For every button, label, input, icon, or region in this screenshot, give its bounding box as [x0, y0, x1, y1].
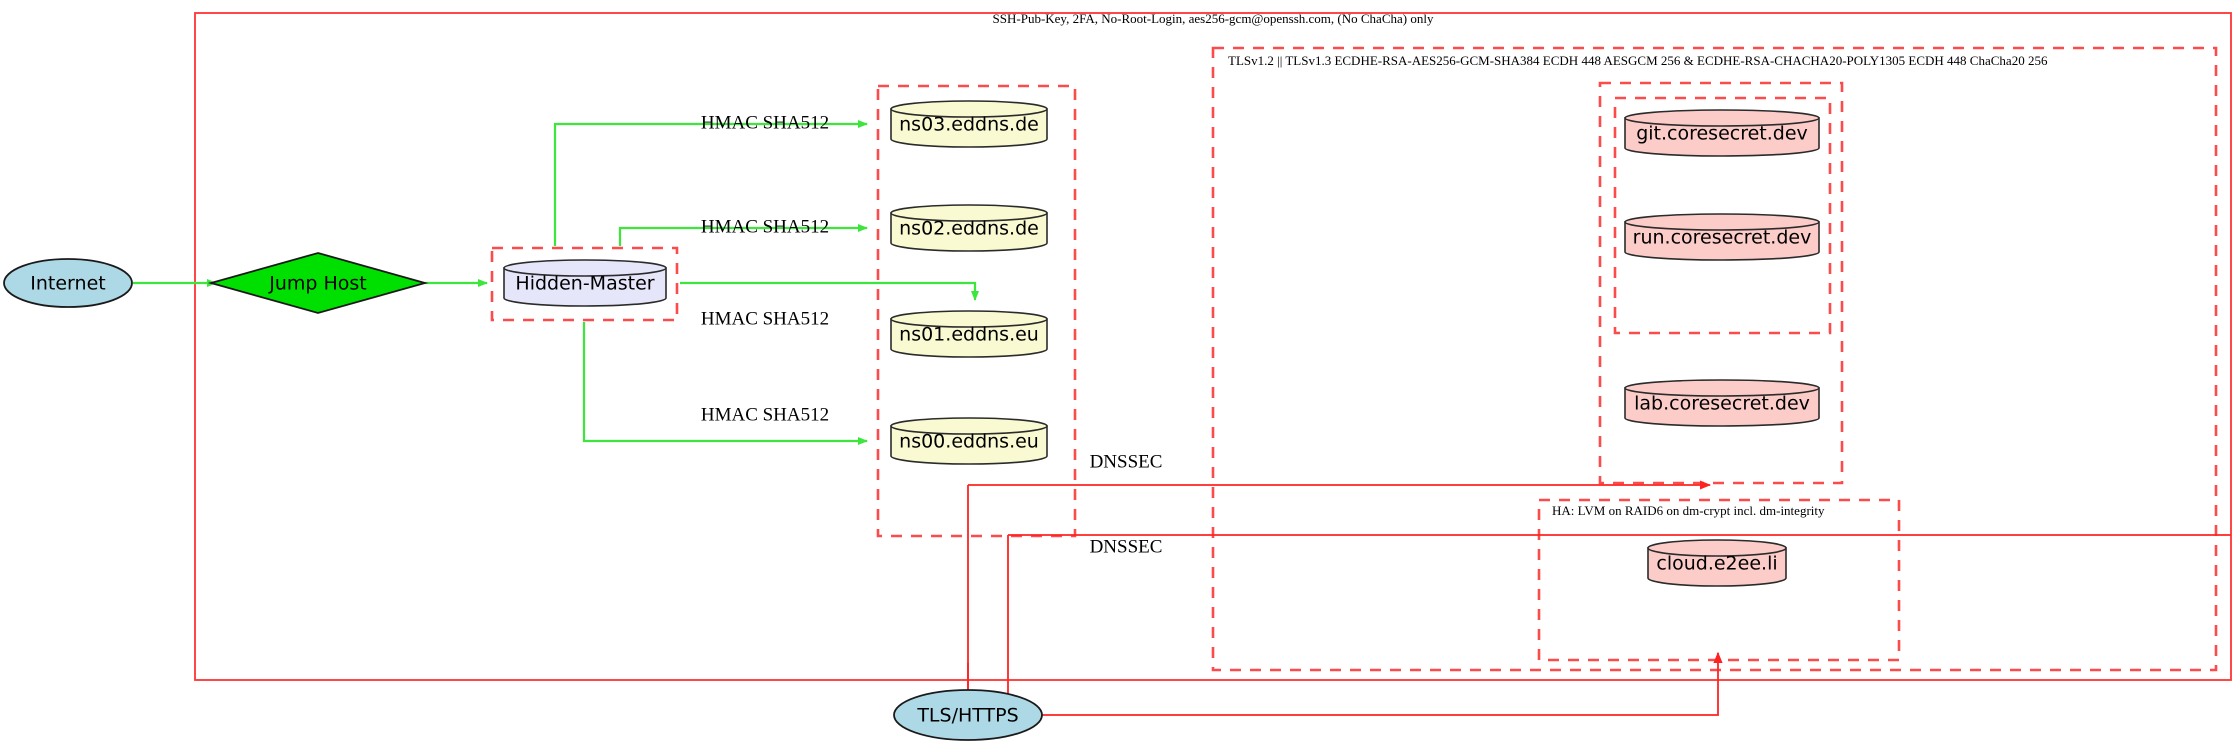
node-internet[interactable]: Internet — [3, 258, 133, 308]
node-ns00[interactable]: ns00.eddns.eu — [890, 417, 1048, 465]
edge-hiddenmaster-to-ns00 — [582, 322, 868, 445]
cluster-coresecret-outer — [1598, 81, 1844, 485]
edge-hiddenmaster-to-ns03 — [553, 120, 868, 246]
edge-dnssec-to-coresecret — [968, 485, 1718, 712]
node-ns01-label: ns01.eddns.eu — [899, 324, 1039, 346]
cluster-label-ssh-zone: SSH-Pub-Key, 2FA, No-Root-Login, aes256-… — [993, 11, 1434, 26]
cluster-ssh-zone — [194, 12, 2232, 681]
node-lab-coresecret[interactable]: lab.coresecret.dev — [1624, 379, 1820, 427]
node-hidden-master-label: Hidden-Master — [515, 273, 654, 295]
node-ns00-label: ns00.eddns.eu — [899, 431, 1039, 453]
node-cloud-e2ee[interactable]: cloud.e2ee.li — [1647, 539, 1787, 587]
node-ns01[interactable]: ns01.eddns.eu — [890, 310, 1048, 358]
edge-label-hmac-ns02: HMAC SHA512 — [701, 216, 829, 237]
node-lab-coresecret-label: lab.coresecret.dev — [1634, 393, 1810, 415]
node-run-coresecret[interactable]: run.coresecret.dev — [1624, 213, 1820, 261]
edge-dnssec-upper — [968, 485, 1010, 635]
node-ns02[interactable]: ns02.eddns.de — [890, 204, 1048, 252]
node-tls-https-label: TLS/HTTPS — [916, 705, 1018, 727]
node-jump-host-label: Jump Host — [268, 273, 367, 295]
edge-label-dnssec-upper: DNSSEC — [1090, 451, 1163, 472]
edge-label-hmac-ns03: HMAC SHA512 — [701, 112, 829, 133]
cluster-label-ha-zone: HA: LVM on RAID6 on dm-crypt incl. dm-in… — [1552, 503, 1825, 518]
edge-label-hmac-ns01: HMAC SHA512 — [701, 308, 829, 329]
edge-hiddenmaster-to-ns02 — [618, 224, 868, 246]
node-hidden-master[interactable]: Hidden-Master — [503, 259, 667, 307]
edge-tlshttps-right — [1042, 652, 1723, 716]
edge-label-dnssec-lower: DNSSEC — [1090, 536, 1163, 557]
node-ns03[interactable]: ns03.eddns.de — [890, 100, 1048, 148]
node-cloud-e2ee-label: cloud.e2ee.li — [1656, 553, 1777, 575]
edge-label-hmac-ns00: HMAC SHA512 — [701, 404, 829, 425]
node-tls-https[interactable]: TLS/HTTPS — [893, 689, 1043, 741]
node-ns03-label: ns03.eddns.de — [899, 114, 1039, 136]
edge-hiddenmaster-to-ns01 — [680, 281, 979, 301]
cluster-hidden-master-zone — [490, 246, 679, 322]
node-run-coresecret-label: run.coresecret.dev — [1633, 227, 1812, 249]
node-internet-label: Internet — [30, 273, 105, 295]
cluster-tls-zone — [1211, 46, 2218, 672]
cluster-nameserver-zone — [876, 84, 1077, 538]
node-jump-host[interactable]: Jump Host — [207, 252, 429, 314]
node-git-coresecret[interactable]: git.coresecret.dev — [1624, 109, 1820, 157]
cluster-label-tls-zone: TLSv1.2 || TLSv1.3 ECDHE-RSA-AES256-GCM-… — [1228, 53, 2048, 68]
node-ns02-label: ns02.eddns.de — [899, 218, 1039, 240]
cluster-coresecret-inner — [1613, 96, 1832, 335]
node-git-coresecret-label: git.coresecret.dev — [1636, 123, 1808, 145]
